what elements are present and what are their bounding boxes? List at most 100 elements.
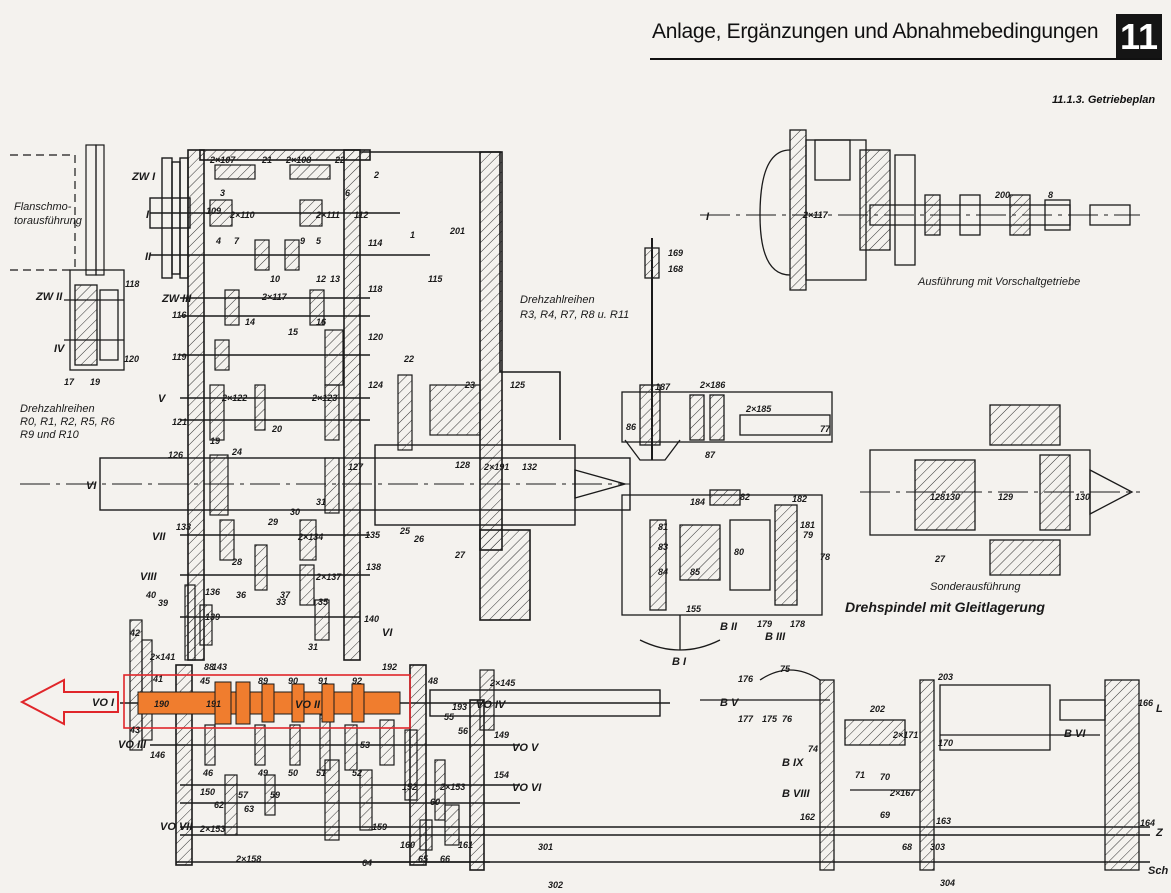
part-label: 90 [288,676,298,686]
label-b1: B I [672,656,687,668]
note-flansch-1: Flanschmo- [14,201,72,213]
part-label: 20 [271,424,282,434]
note-drehzahl-1: Drehzahlreihen [520,294,595,306]
drawing-labels: Flanschmo- torausführung Drehzahlreihen … [14,155,1168,890]
label-vo4: VO IV [476,699,507,711]
part-label: 303 [930,842,945,852]
label-shaft-ii: II [145,251,152,263]
label-z: Z [1155,827,1164,839]
part-label: 8 [1048,190,1053,200]
part-label: 40 [145,590,156,600]
part-label: 2×122 [221,393,247,403]
part-label: 5 [316,236,322,246]
note-sonder-2: Drehspindel mit Gleitlagerung [845,599,1045,615]
part-label: 182 [792,494,807,504]
part-label: 133 [176,522,191,532]
part-label: 68 [902,842,912,852]
label-b5: B V [720,697,740,709]
drive-pulley [149,157,191,279]
part-label: 80 [734,547,744,557]
part-label: 135 [365,530,381,540]
part-label: 9 [300,236,305,246]
label-shaft-iv: IV [54,343,66,355]
note-drehzahl-left-2: R0, R1, R2, R5, R6 [20,416,116,428]
part-label: 203 [937,672,953,682]
part-label: 159 [372,822,387,832]
part-label: 118 [368,284,382,294]
part-label: 37 [280,590,291,600]
highlight-vo2-shaft [123,674,411,729]
part-label: 136 [205,587,221,597]
part-label: 152 [402,782,417,792]
part-label: 74 [808,744,818,754]
part-label: 175 [762,714,778,724]
gearbox-gears [129,164,481,751]
part-label: 2×110 [229,210,255,220]
part-label: 2×185 [745,404,772,414]
part-label: 2×108 [285,155,311,165]
label-shaft-v: V [158,393,167,405]
part-label: 112 [354,210,368,220]
part-label: 31 [308,642,318,652]
part-label: 181 [800,520,815,530]
part-label: 92 [352,676,362,686]
note-drehzahl-2: R3, R4, R7, R8 u. R11 [520,309,629,321]
label-zw3: ZW III [161,293,192,305]
part-label: 27 [934,554,946,564]
part-label: 2×137 [315,572,342,582]
part-label: 168 [668,264,683,274]
part-label: 132 [522,462,537,472]
motor-flange [10,144,105,276]
part-label: 71 [855,770,865,780]
part-label: 301 [538,842,553,852]
part-label: 120 [368,332,383,342]
part-label: 66 [440,854,451,864]
part-label: 161 [458,840,473,850]
label-zw2: ZW II [35,291,63,303]
part-label: 127 [348,462,364,472]
label-vo5: VO V [512,742,540,754]
part-label: 22 [403,354,414,364]
header-rule [650,58,1162,60]
note-drehzahl-left-3: R9 und R10 [20,429,80,441]
part-label: 53 [360,740,370,750]
label-zw1: ZW I [131,171,156,183]
part-label: 79 [803,530,813,540]
feed-box-gears [204,669,495,851]
part-label: 2×145 [489,678,516,688]
part-label: 87 [705,450,716,460]
part-label: 15 [288,327,299,337]
part-label: 2×117 [261,292,288,302]
part-label: 2×171 [892,730,918,740]
part-label: 42 [129,628,140,638]
note-vorschalt: Ausführung mit Vorschaltgetriebe [917,276,1080,288]
part-label: 77 [820,424,831,434]
part-label: 2×141 [149,652,175,662]
part-label: 82 [740,492,750,502]
part-label: 29 [267,517,278,527]
part-label: 27 [454,550,466,560]
part-label: 2×167 [889,788,916,798]
part-label: 150 [200,787,215,797]
label-vo2: VO II [295,699,321,711]
part-label: 17 [64,377,75,387]
page-title: Anlage, Ergänzungen und Abnahmebedingung… [652,20,1099,43]
part-label: 12 [316,274,326,284]
direction-arrow [19,678,119,726]
part-label: 57 [238,790,249,800]
part-label: 2×191 [483,462,509,472]
part-label: 115 [428,274,443,284]
plain-bearing-spindle [860,404,1140,576]
part-label: 64 [362,858,372,868]
part-label: 28 [231,557,242,567]
part-label: 149 [494,730,509,740]
part-label: 78 [820,552,830,562]
part-label: 84 [658,567,668,577]
part-label: 22 [334,155,345,165]
lower-right-assembly [700,669,1140,871]
part-label: 120 [124,354,139,364]
part-label: 19 [90,377,100,387]
part-label: 187 [655,382,671,392]
part-label: 75 [780,664,791,674]
